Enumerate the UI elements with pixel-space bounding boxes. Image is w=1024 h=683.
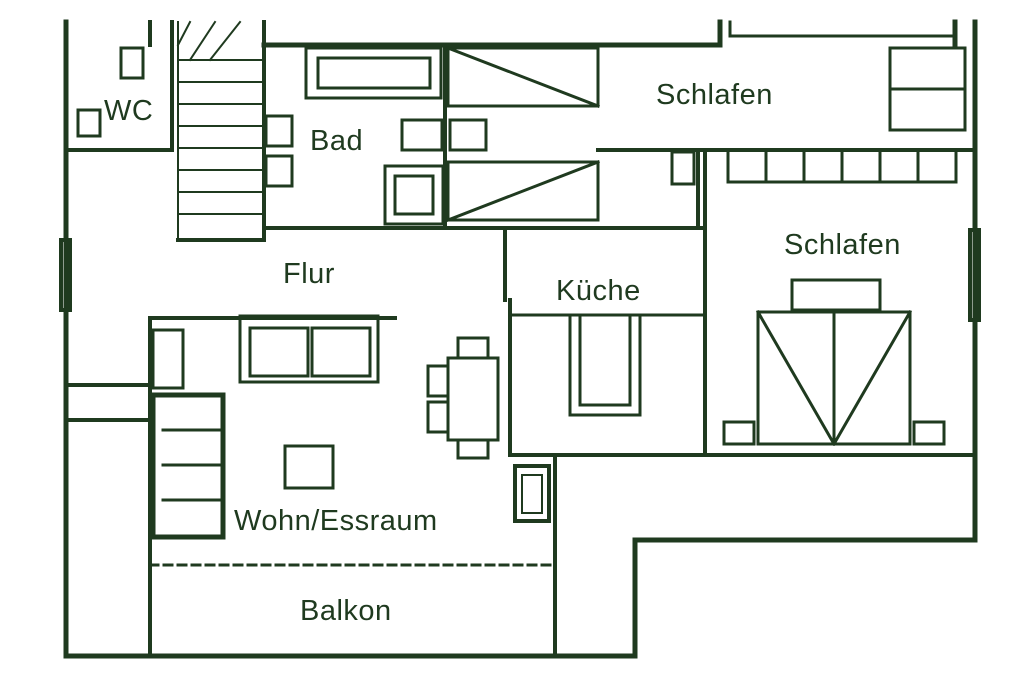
top-window [728, 20, 957, 38]
kitchen-counter [508, 313, 707, 457]
room-label-wc: WC [104, 95, 153, 127]
sofa-top [238, 314, 380, 384]
bad-fixtures [264, 114, 488, 226]
schlafen-top-cabinet [670, 46, 967, 186]
schlafen-right-shelf [726, 148, 958, 184]
wohn-walls [64, 316, 557, 658]
room-label-kueche: Küche [556, 275, 641, 307]
stove [513, 464, 551, 523]
schlafen-right-walls [703, 148, 977, 457]
wardrobes [446, 46, 600, 222]
bathtub [304, 46, 443, 100]
room-label-schlafen-top: Schlafen [656, 79, 773, 111]
wc-fixtures [76, 46, 145, 138]
kueche-walls [503, 226, 707, 457]
wc-walls [64, 20, 174, 152]
bad-walls [262, 43, 507, 230]
armchair [151, 328, 185, 390]
stairs [176, 20, 266, 242]
outer-walls [63, 19, 978, 659]
side-windows [59, 228, 981, 322]
room-label-schlafen-right: Schlafen [784, 229, 901, 261]
room-label-wohn-essraum: Wohn/Essraum [234, 505, 438, 537]
room-label-balkon: Balkon [300, 595, 392, 627]
bed [722, 278, 946, 447]
sofa-left [150, 392, 226, 540]
dining-table [426, 336, 500, 460]
room-label-bad: Bad [310, 125, 363, 157]
room-label-flur: Flur [283, 258, 335, 290]
coffee-table [283, 444, 335, 490]
